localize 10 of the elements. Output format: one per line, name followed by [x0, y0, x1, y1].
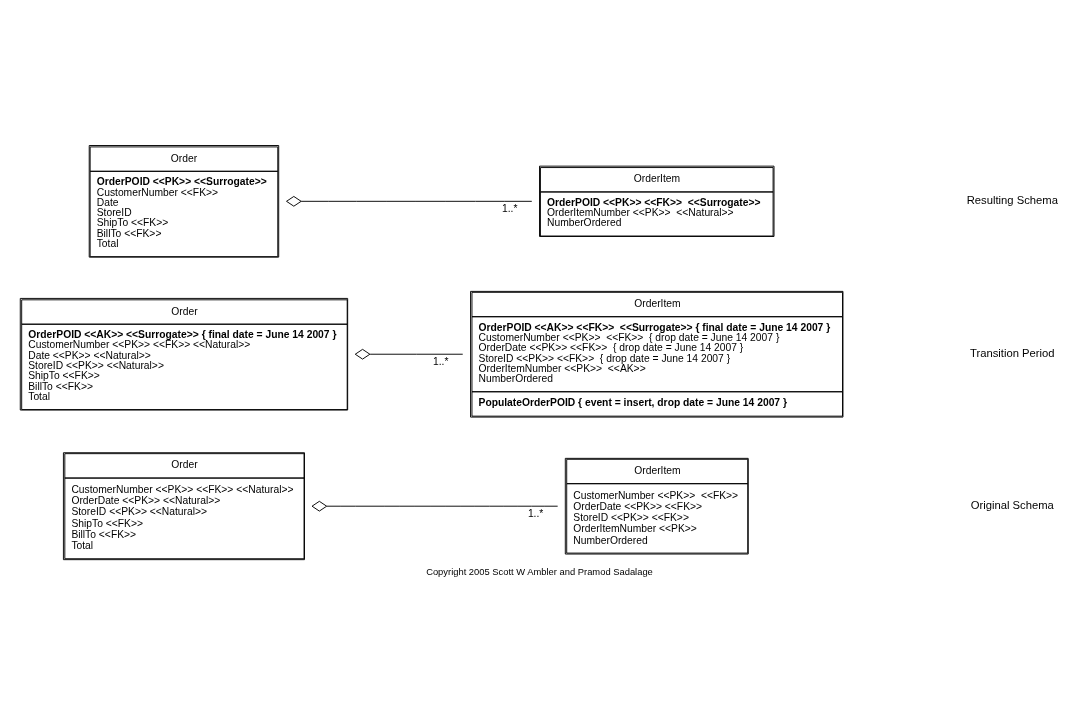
edge-label: 1..*: [502, 202, 518, 214]
connector: [286, 195, 533, 207]
label: Resulting Schema: [966, 193, 1058, 206]
connector: [354, 348, 464, 360]
label: Transition Period: [969, 346, 1055, 359]
caption: Copyright 2005 Scott W Ambler and Pramod Sadalage: [426, 566, 653, 577]
edge-label: 1..*: [432, 355, 449, 367]
edge-label: 1..*: [527, 507, 544, 519]
connector: [311, 500, 559, 512]
label: Original Schema: [970, 498, 1054, 511]
